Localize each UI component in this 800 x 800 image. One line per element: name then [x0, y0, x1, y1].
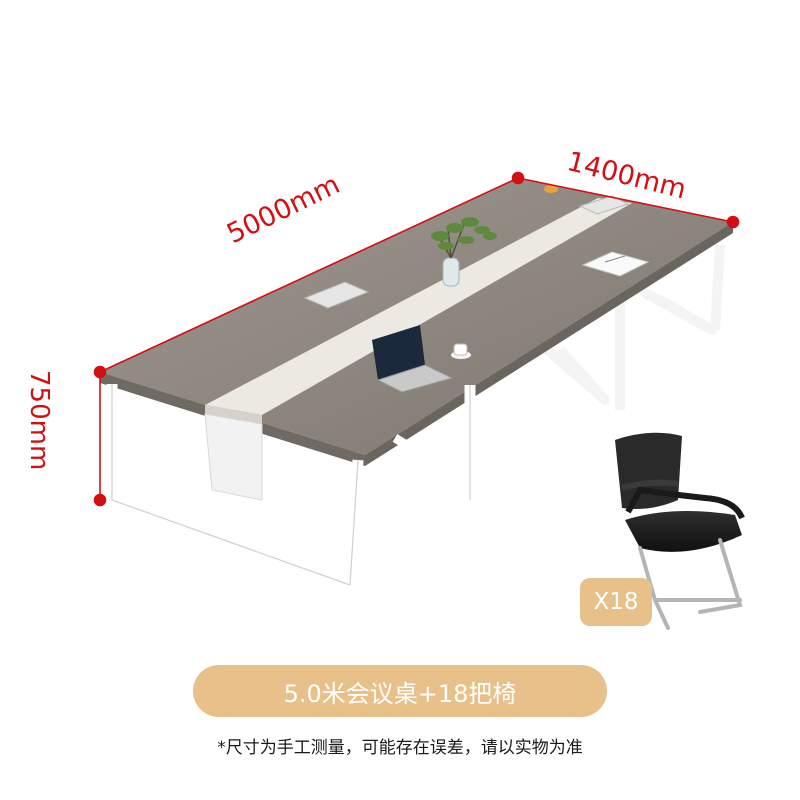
coffee-cup [451, 343, 471, 359]
product-label-pill: 5.0米会议桌+18把椅 [193, 665, 607, 717]
laptop-closed-right [578, 195, 630, 215]
disclaimer-text: *尺寸为手工测量，可能存在误差，请以实物为准 [217, 738, 583, 758]
table-top [100, 178, 733, 466]
plant-vase [431, 217, 497, 287]
documents [581, 251, 650, 277]
laptop-closed-left [303, 281, 370, 309]
small-cup [544, 185, 558, 193]
table-center-support [204, 413, 263, 501]
dimension-lines [93, 171, 740, 507]
laptop-open [372, 325, 454, 393]
table-frame-back [521, 244, 725, 410]
dimension-height-label: 750mm [24, 370, 54, 471]
office-chair [615, 432, 745, 630]
chair-quantity-badge: X18 [580, 578, 652, 626]
center-cable-strip [205, 198, 632, 415]
